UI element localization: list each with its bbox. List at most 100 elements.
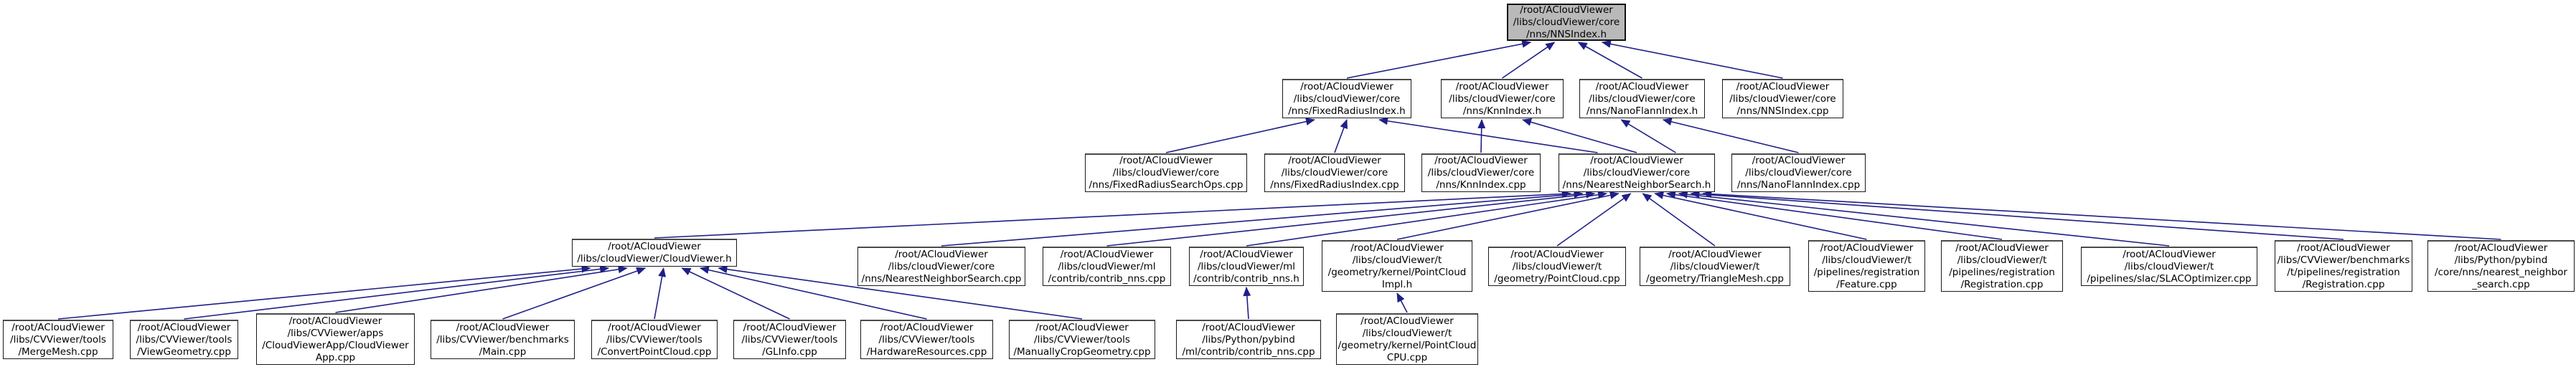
include-edge: [1396, 292, 1408, 313]
node-label-line: /ConvertPointCloud.cpp: [597, 345, 712, 358]
include-edge: [718, 265, 1083, 320]
include-edge: [1246, 191, 1608, 247]
node-tools-manuallycropgeometry-cpp[interactable]: /root/ACloudViewer/libs/CVViewer/tools/M…: [1009, 320, 1155, 359]
node-label-line: /nns/NearestNeighborSearch.cpp: [861, 272, 1022, 285]
include-edge: [57, 264, 591, 320]
node-label-line: /root/ACloudViewer: [1360, 315, 1454, 327]
node-nns-knnindex-cpp[interactable]: /root/ACloudViewer/libs/cloudViewer/core…: [1421, 153, 1541, 192]
node-t-pipelines-registration-registration-cpp[interactable]: /root/ACloudViewer/libs/cloudViewer/t/pi…: [1941, 240, 2063, 292]
node-label-line: /nns/NanoFlannIndex.h: [1586, 105, 1698, 117]
node-nns-nanoflannindex-cpp[interactable]: /root/ACloudViewer/libs/cloudViewer/core…: [1731, 153, 1866, 192]
node-nns-fixedradiusindex-cpp[interactable]: /root/ACloudViewer/libs/cloudViewer/core…: [1264, 153, 1405, 192]
node-label-line: /root/ACloudViewer: [1520, 4, 1613, 16]
include-edge: [699, 266, 927, 320]
include-edge: [1690, 190, 2344, 240]
node-apps-cloudviewerapp-cpp[interactable]: /root/ACloudViewer/libs/CVViewer/apps/Cl…: [256, 313, 415, 365]
node-ml-contrib-nns-cpp[interactable]: /root/ACloudViewer/libs/cloudViewer/ml/c…: [1043, 247, 1171, 286]
node-label-line: /root/ACloudViewer: [1060, 248, 1154, 260]
node-benchmarks-t-pipelines-registration-cpp[interactable]: /root/ACloudViewer/libs/CVViewer/benchma…: [2275, 240, 2412, 292]
node-nns-nearestneighborsearch-cpp[interactable]: /root/ACloudViewer/libs/cloudViewer/core…: [857, 247, 1025, 286]
node-label-line: /nns/KnnIndex.cpp: [1436, 179, 1526, 191]
node-label-line: /root/ACloudViewer: [2123, 248, 2216, 260]
node-label-line: /ml/contrib/contrib_nns.cpp: [1182, 345, 1315, 358]
node-cloudviewer-h[interactable]: /root/ACloudViewer/libs/cloudViewer/Clou…: [572, 239, 737, 267]
node-label-line: /libs/cloudViewer/core: [1112, 167, 1220, 178]
node-label-line: /contrib/contrib_nns.cpp: [1048, 272, 1166, 285]
node-benchmarks-main-cpp[interactable]: /root/ACloudViewer/libs/CVViewer/benchma…: [431, 320, 575, 359]
node-label-line: /libs/CVViewer/tools: [606, 333, 702, 345]
node-tools-viewgeometry-cpp[interactable]: /root/ACloudViewer/libs/CVViewer/tools/V…: [130, 320, 238, 359]
node-label-line: /root/ACloudViewer: [880, 321, 974, 333]
node-label-line: /root/ACloudViewer: [1595, 80, 1689, 92]
include-edge: [941, 190, 1584, 247]
node-label-line: /pipelines/registration: [1813, 266, 1920, 278]
node-label-line: /MergeMesh.cpp: [18, 345, 98, 358]
node-tools-convertpointcloud-cpp[interactable]: /root/ACloudViewer/libs/CVViewer/tools/C…: [591, 320, 718, 359]
node-label-line: /Main.cpp: [479, 345, 527, 358]
node-label-line: /geometry/PointCloud.cpp: [1494, 272, 1620, 285]
node-label-line: /nns/FixedRadiusIndex.h: [1288, 105, 1406, 117]
include-edge: [335, 265, 628, 313]
node-label-line: /GLInfo.cpp: [762, 345, 817, 358]
include-edge: [654, 267, 667, 320]
node-t-geometry-kernel-pointcloudimpl-h[interactable]: /root/ACloudViewer/libs/cloudViewer/t/ge…: [1322, 240, 1472, 292]
node-label-line: _search.cpp: [2472, 278, 2530, 290]
node-nns-nnsindex-h[interactable]: /root/ACloudViewer/libs/cloudViewer/core…: [1507, 4, 1626, 41]
node-tools-mergemesh-cpp[interactable]: /root/ACloudViewer/libs/CVViewer/tools/M…: [3, 320, 113, 359]
node-t-pipelines-registration-feature-cpp[interactable]: /root/ACloudViewer/libs/cloudViewer/t/pi…: [1808, 240, 1925, 292]
include-edge: [1522, 118, 1637, 153]
node-label-line: /libs/CVViewer/tools: [1034, 333, 1130, 345]
node-label-line: /pipelines/registration: [1949, 266, 2055, 278]
node-t-geometry-kernel-pointcloudcpu-cpp[interactable]: /root/ACloudViewer/libs/cloudViewer/t/ge…: [1336, 313, 1478, 365]
node-nns-nnsindex-cpp[interactable]: /root/ACloudViewer/libs/cloudViewer/core…: [1722, 79, 1843, 118]
node-t-geometry-trianglemesh-cpp[interactable]: /root/ACloudViewer/libs/cloudViewer/t/ge…: [1640, 247, 1790, 286]
node-label-line: /libs/cloudViewer/ml: [1197, 260, 1296, 272]
node-nns-knnindex-h[interactable]: /root/ACloudViewer/libs/cloudViewer/core…: [1441, 79, 1564, 118]
include-edge: [654, 190, 1571, 239]
node-label-line: /geometry/kernel/PointCloud: [1338, 339, 1477, 351]
include-edge: [1642, 193, 1716, 247]
node-label-line: /nns/FixedRadiusIndex.cpp: [1270, 179, 1399, 191]
node-label-line: /core/nns/nearest_neighbor: [2435, 266, 2567, 278]
node-label-line: /root/ACloudViewer: [1288, 155, 1381, 166]
node-label-line: /root/ACloudViewer: [743, 321, 837, 333]
node-label-line: /libs/CVViewer/benchmarks: [2277, 254, 2410, 266]
node-label-line: /contrib/contrib_nns.h: [1193, 272, 1299, 285]
node-label-line: /root/ACloudViewer: [1455, 80, 1549, 92]
node-pybind-core-nns-nearest-neighbor-search-cpp[interactable]: /root/ACloudViewer/libs/Python/pybind/co…: [2427, 240, 2575, 292]
node-nns-fixedradiusindex-h[interactable]: /root/ACloudViewer/libs/cloudViewer/core…: [1282, 79, 1411, 118]
include-edge: [1477, 119, 1486, 153]
node-t-pipelines-slac-slacoptimizer-cpp[interactable]: /root/ACloudViewer/libs/cloudViewer/t/pi…: [2081, 247, 2257, 286]
node-label-line: /root/ACloudViewer: [2454, 242, 2548, 254]
node-t-geometry-pointcloud-cpp[interactable]: /root/ACloudViewer/libs/cloudViewer/t/ge…: [1488, 247, 1626, 286]
include-edge: [184, 264, 610, 320]
node-label-line: /libs/cloudViewer/CloudViewer.h: [577, 253, 732, 264]
include-edge: [1577, 42, 1642, 79]
node-label-line: /nns/KnnIndex.h: [1462, 105, 1542, 117]
node-label-line: /libs/cloudViewer/core: [888, 260, 995, 272]
node-tools-glinfo-cpp[interactable]: /root/ACloudViewer/libs/CVViewer/tools/G…: [733, 320, 846, 359]
node-label-line: /libs/cloudViewer/ml: [1058, 260, 1156, 272]
node-label-line: /Registration.cpp: [1960, 278, 2044, 290]
node-label-line: /libs/cloudViewer/t: [1822, 254, 1912, 266]
node-ml-contrib-nns-h[interactable]: /root/ACloudViewer/libs/cloudViewer/ml/c…: [1189, 247, 1304, 286]
node-label-line: /libs/cloudViewer/core: [1281, 167, 1388, 178]
node-label-line: /libs/cloudViewer/core: [1513, 16, 1620, 28]
node-tools-hardwareresources-cpp[interactable]: /root/ACloudViewer/libs/CVViewer/tools/H…: [860, 320, 993, 359]
node-label-line: /nns/NearestNeighborSearch.h: [1562, 179, 1711, 191]
node-label-line: /CloudViewerApp/CloudViewer: [262, 339, 409, 351]
include-edge: [1678, 190, 2170, 247]
node-label-line: CPU.cpp: [1386, 351, 1428, 363]
node-nns-nanoflannindex-h[interactable]: /root/ACloudViewer/libs/cloudViewer/core…: [1579, 79, 1705, 118]
node-label-line: /libs/cloudViewer/core: [1583, 167, 1691, 178]
node-label-line: /libs/cloudViewer/t: [1670, 260, 1760, 272]
node-nns-nearestneighborsearch-h[interactable]: /root/ACloudViewer/libs/cloudViewer/core…: [1559, 153, 1715, 192]
node-label-line: /root/ACloudViewer: [1510, 248, 1604, 260]
include-edge: [1346, 39, 1532, 79]
node-nns-fixedradiussearchops-cpp[interactable]: /root/ACloudViewer/libs/cloudViewer/core…: [1085, 153, 1247, 192]
include-edge: [1502, 42, 1556, 79]
node-pybind-ml-contrib-nns-cpp[interactable]: /root/ACloudViewer/libs/Python/pybind/ml…: [1176, 320, 1321, 359]
include-edge: [1165, 118, 1315, 153]
